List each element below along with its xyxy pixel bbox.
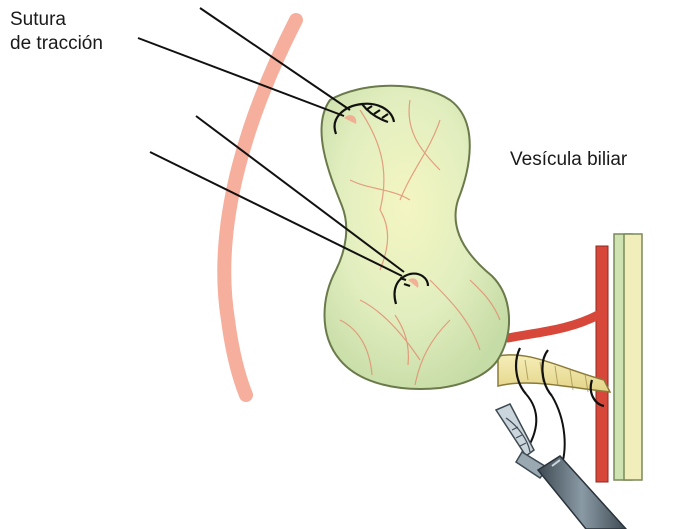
grasping-clamp-icon: [496, 404, 548, 478]
common-bile-duct: [614, 234, 642, 480]
cystic-artery: [508, 314, 600, 338]
cystic-duct: [498, 355, 610, 392]
gallbladder: [322, 86, 510, 389]
liver-edge: [224, 20, 296, 395]
hepatic-artery: [596, 246, 608, 482]
trocar-instrument-icon: [538, 456, 626, 529]
